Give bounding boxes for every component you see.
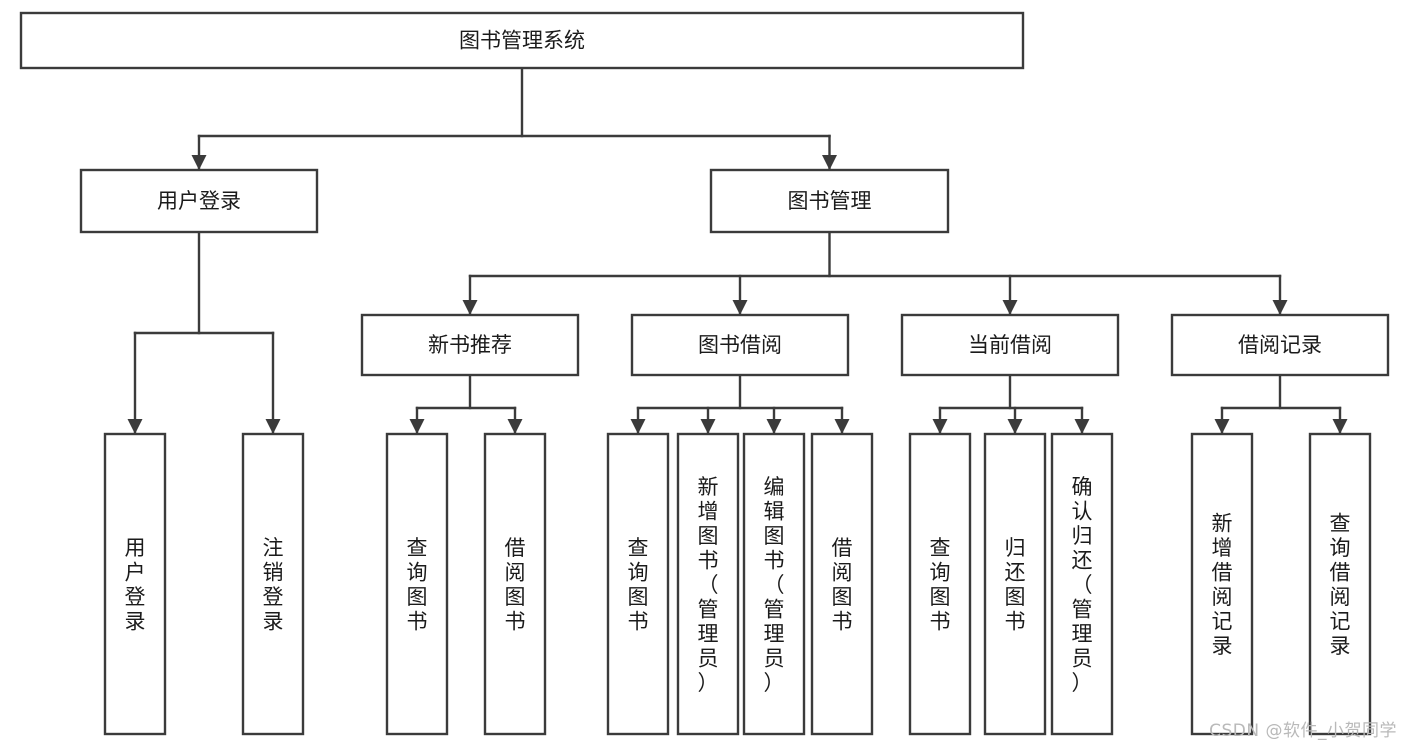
node-level2-0-rect[interactable] — [79, 168, 319, 234]
leaf-current-borrow-1[interactable]: 归还图书 — [983, 432, 1047, 736]
connector-arrow-icon — [507, 419, 523, 434]
node-level2-0[interactable]: 用户登录 — [79, 168, 319, 234]
connector-arrow-icon — [265, 419, 281, 434]
leaf-current-borrow-1-label: 归还图书 — [1005, 536, 1026, 634]
leaf-user-login-1-rect[interactable] — [241, 432, 305, 736]
node-level3-3-label: 借阅记录 — [1238, 333, 1322, 357]
leaf-new-books-0-label: 查询图书 — [407, 536, 428, 634]
connector-arrow-icon — [1002, 300, 1018, 315]
connector-arrow-icon — [409, 419, 425, 434]
leaf-borrow-records-0[interactable]: 新增借阅记录 — [1190, 432, 1254, 736]
leaf-book-borrow-0-label: 查询图书 — [628, 536, 649, 634]
connector-arrow-icon — [732, 300, 748, 315]
leaf-user-login-0[interactable]: 用户登录 — [103, 432, 167, 736]
connector-arrow-icon — [191, 155, 207, 170]
node-level2-0-label: 用户登录 — [157, 189, 241, 213]
node-level2-1-label: 图书管理 — [788, 189, 872, 213]
node-level3-0-label: 新书推荐 — [428, 333, 512, 357]
connector-arrow-icon — [932, 419, 948, 434]
leaf-borrow-records-0-label: 新增借阅记录 — [1212, 512, 1233, 659]
leaf-book-borrow-3-rect[interactable] — [810, 432, 874, 736]
leaf-new-books-0[interactable]: 查询图书 — [385, 432, 449, 736]
node-level2-1[interactable]: 图书管理 — [709, 168, 950, 234]
leaf-book-borrow-3-label: 借阅图书 — [832, 536, 853, 634]
leaf-new-books-1-rect[interactable] — [483, 432, 547, 736]
connector-arrow-icon — [1007, 419, 1023, 434]
node-level3-2-rect[interactable] — [900, 313, 1120, 377]
node-root-system-label: 图书管理系统 — [459, 29, 585, 53]
leaf-user-login-1-label: 注销登录 — [263, 536, 284, 634]
leaf-new-books-0-rect[interactable] — [385, 432, 449, 736]
connector-arrow-icon — [630, 419, 646, 434]
leaf-new-books-1-label: 借阅图书 — [505, 536, 526, 634]
leaf-book-borrow-3[interactable]: 借阅图书 — [810, 432, 874, 736]
connector-arrow-icon — [1214, 419, 1230, 434]
connector-arrow-icon — [822, 155, 837, 170]
node-level3-1-rect[interactable] — [630, 313, 850, 377]
leaf-book-borrow-2-rect[interactable] — [742, 432, 806, 736]
node-level3-0-rect[interactable] — [360, 313, 580, 377]
leaf-current-borrow-0[interactable]: 查询图书 — [908, 432, 972, 736]
leaf-current-borrow-2[interactable]: 确认归还（管理员） — [1050, 432, 1114, 736]
leaf-book-borrow-1[interactable]: 新增图书（管理员） — [676, 432, 740, 736]
node-level3-0[interactable]: 新书推荐 — [360, 313, 580, 377]
leaf-current-borrow-0-label: 查询图书 — [930, 536, 951, 634]
leaf-user-login-0-rect[interactable] — [103, 432, 167, 736]
leaf-book-borrow-1-rect[interactable] — [676, 432, 740, 736]
leaf-new-books-1[interactable]: 借阅图书 — [483, 432, 547, 736]
leaf-current-borrow-2-rect[interactable] — [1050, 432, 1114, 736]
leaf-user-login-0-label: 用户登录 — [125, 536, 146, 634]
leaf-borrow-records-1-label: 查询借阅记录 — [1330, 512, 1351, 659]
leaf-book-borrow-1-label: 新增图书（管理员） — [698, 475, 719, 695]
leaf-current-borrow-0-rect[interactable] — [908, 432, 972, 736]
node-root-system-rect[interactable] — [19, 11, 1025, 70]
leaf-borrow-records-1[interactable]: 查询借阅记录 — [1308, 432, 1372, 736]
leaf-current-borrow-2-label: 确认归还（管理员） — [1072, 475, 1093, 695]
node-level3-3-rect[interactable] — [1170, 313, 1390, 377]
node-level2-1-rect[interactable] — [709, 168, 950, 234]
leaf-book-borrow-0[interactable]: 查询图书 — [606, 432, 670, 736]
connector-arrow-icon — [834, 419, 850, 434]
node-level3-1-label: 图书借阅 — [698, 333, 782, 357]
leaf-book-borrow-2[interactable]: 编辑图书（管理员） — [742, 432, 806, 736]
leaf-borrow-records-1-rect[interactable] — [1308, 432, 1372, 736]
connector-arrow-icon — [1074, 419, 1090, 434]
connector-arrow-icon — [766, 419, 782, 434]
node-level3-3[interactable]: 借阅记录 — [1170, 313, 1390, 377]
connector-arrow-icon — [1272, 300, 1288, 315]
connector-arrow-icon — [462, 300, 478, 315]
leaf-book-borrow-2-label: 编辑图书（管理员） — [764, 475, 785, 695]
node-level3-1[interactable]: 图书借阅 — [630, 313, 850, 377]
leaf-user-login-1[interactable]: 注销登录 — [241, 432, 305, 736]
connector-arrow-icon — [127, 419, 143, 434]
node-level3-2-label: 当前借阅 — [968, 333, 1052, 357]
leaf-current-borrow-1-rect[interactable] — [983, 432, 1047, 736]
connector-arrow-icon — [700, 419, 716, 434]
node-level3-2[interactable]: 当前借阅 — [900, 313, 1120, 377]
node-root-system[interactable]: 图书管理系统 — [19, 11, 1025, 70]
leaf-borrow-records-0-rect[interactable] — [1190, 432, 1254, 736]
leaf-book-borrow-0-rect[interactable] — [606, 432, 670, 736]
connector-arrow-icon — [1332, 419, 1348, 434]
